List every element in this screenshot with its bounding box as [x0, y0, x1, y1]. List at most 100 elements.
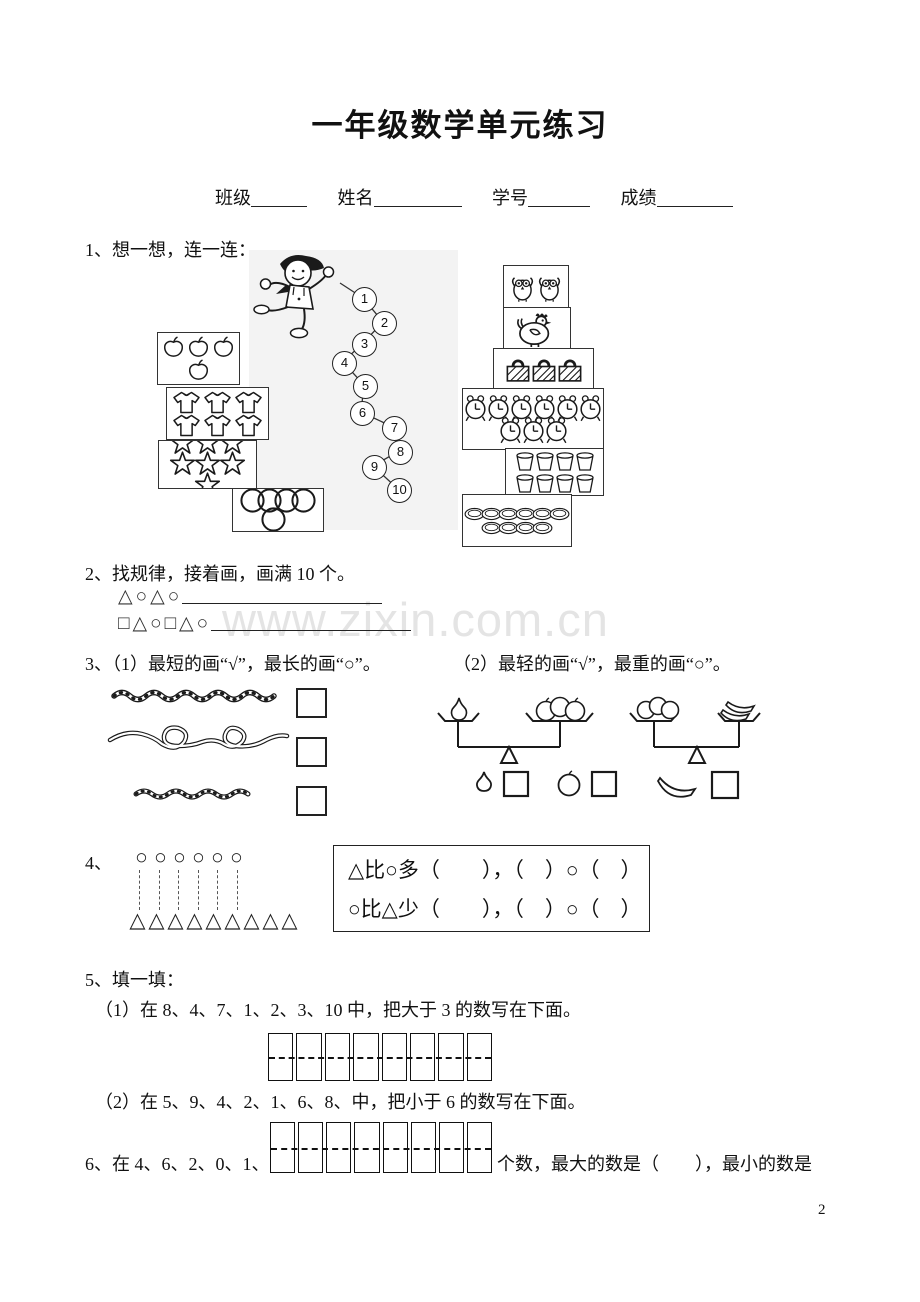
dashed-connector	[217, 870, 237, 910]
class-blank[interactable]	[251, 190, 307, 207]
picture-box-apples[interactable]	[157, 332, 240, 385]
picture-box-bags[interactable]	[493, 348, 594, 390]
grid-dashed-midline	[271, 1147, 491, 1150]
score-blank[interactable]	[656, 190, 733, 207]
student-info-line: 班级 姓名 学号 成绩	[215, 184, 759, 210]
number-dot-4[interactable]: 4	[332, 351, 357, 376]
dashed-connector	[197, 870, 218, 910]
star-icon	[194, 472, 221, 489]
shape-glyph: ○	[154, 845, 167, 869]
class-field: 班级	[215, 188, 307, 208]
number-dot-3[interactable]: 3	[352, 332, 377, 357]
apple-icon	[186, 335, 211, 360]
apple-icon	[186, 358, 211, 383]
dashed-connector	[139, 870, 159, 910]
shirt-icon	[233, 390, 264, 415]
q4-circles-row: ○○○○○○	[132, 845, 246, 870]
q4-answer-line-1[interactable]: △比○多（ ），（ ）○（ ）	[348, 858, 642, 882]
picture-box-cups[interactable]	[505, 448, 604, 496]
number-blank[interactable]	[528, 190, 590, 207]
question-1-text: 1、想一想，连一连：	[85, 240, 256, 260]
cartoon-boy	[253, 255, 335, 339]
dashed-connector	[178, 870, 198, 910]
number-dot-2[interactable]: 2	[372, 311, 397, 336]
shirt-icon	[202, 413, 233, 438]
page-number: 2	[818, 1202, 826, 1218]
shirt-icon	[171, 413, 202, 438]
page-title: 一年级数学单元练习	[311, 108, 609, 143]
score-label: 成绩	[620, 188, 657, 208]
number-dot-5[interactable]: 5	[353, 374, 378, 399]
shirt-icon	[233, 413, 264, 438]
picture-box-birds[interactable]	[503, 265, 569, 309]
shape-glyph: ○	[173, 845, 186, 869]
shape-glyph: △	[205, 908, 222, 932]
question-5-title: 5、填一填：	[85, 970, 184, 990]
question-3-part1-text: 3、（1）最短的画“√”，最长的画“○”。	[85, 654, 381, 674]
q4-dashed-connectors	[139, 870, 256, 910]
number-dot-8[interactable]: 8	[388, 440, 413, 465]
star-icon	[219, 451, 246, 478]
grid-dashed-midline	[269, 1057, 491, 1059]
name-field: 姓名	[338, 188, 462, 208]
number-dot-10[interactable]: 10	[387, 478, 412, 503]
picture-box-stars[interactable]	[158, 440, 257, 489]
clock-icon	[577, 394, 604, 422]
shirt-icon	[171, 390, 202, 415]
apple-icon	[211, 335, 236, 360]
shape-glyph: ○	[211, 845, 224, 869]
shape-glyph: △	[262, 908, 279, 932]
shape-glyph: △	[129, 908, 146, 932]
picture-box-shirts[interactable]	[166, 387, 269, 440]
shape-glyph: △	[186, 908, 203, 932]
apple-icon	[161, 335, 186, 360]
shape-glyph: △	[224, 908, 241, 932]
question-5-part2-text: （2）在 5、9、4、2、1、6、8、中，把小于 6 的数写在下面。	[95, 1092, 586, 1112]
picture-box-clocks[interactable]	[462, 388, 604, 450]
picture-box-coins[interactable]	[462, 494, 572, 547]
number-dot-7[interactable]: 7	[382, 416, 407, 441]
coin-icon	[532, 521, 553, 535]
ring-icon	[290, 488, 317, 514]
picture-box-olympic-rings[interactable]	[232, 488, 324, 532]
number-dot-9[interactable]: 9	[362, 455, 387, 480]
shape-glyph: △	[281, 908, 298, 932]
star-icon	[169, 451, 196, 478]
rope-2-checkbox[interactable]	[296, 737, 327, 767]
coin-icon	[549, 507, 570, 521]
q2-row2-shapes: □△○□△○	[118, 613, 212, 634]
number-label: 学号	[492, 188, 528, 208]
cup-icon	[573, 450, 597, 472]
class-label: 班级	[215, 188, 251, 208]
number-dot-6[interactable]: 6	[350, 401, 375, 426]
shirt-icon	[202, 390, 233, 415]
ropes-figure	[107, 689, 290, 800]
shape-glyph: ○	[135, 845, 148, 869]
score-field: 成绩	[621, 188, 733, 208]
clock-icon	[543, 416, 570, 444]
q2-row1-answer-line[interactable]	[182, 585, 383, 604]
bird-icon	[509, 271, 536, 303]
number-dot-1[interactable]: 1	[352, 287, 377, 312]
q5-answer-grid	[268, 1033, 492, 1081]
q4-answer-box: △比○多（ ），（ ）○（ ） ○比△少（ ），（ ）○（ ）	[333, 845, 650, 932]
rope-1-checkbox[interactable]	[296, 688, 327, 718]
shape-glyph: ○	[192, 845, 205, 869]
q2-pattern-row-1: △○△○	[118, 585, 383, 608]
bag-icon	[555, 354, 585, 384]
rope-3-checkbox[interactable]	[296, 786, 327, 816]
watermark: www.zixin.com.cn	[222, 593, 609, 646]
question-3-part2-text: （2）最轻的画“√”，最重的画“○”。	[453, 654, 731, 674]
question-2-text: 2、找规律，接着画，画满 10 个。	[85, 564, 355, 584]
balance-scales-figure	[437, 696, 761, 800]
question-4-label: 4、	[85, 853, 112, 873]
q4-answer-line-2[interactable]: ○比△少（ ），（ ）○（ ）	[348, 897, 642, 921]
q4-triangles-row: △△△△△△△△△	[128, 908, 299, 933]
picture-box-chicken[interactable]	[503, 307, 571, 350]
name-blank[interactable]	[373, 190, 462, 207]
q2-row2-answer-line[interactable]	[211, 612, 412, 631]
shape-glyph: △	[148, 908, 165, 932]
ring-icon	[260, 506, 287, 532]
dashed-connector	[158, 870, 179, 910]
